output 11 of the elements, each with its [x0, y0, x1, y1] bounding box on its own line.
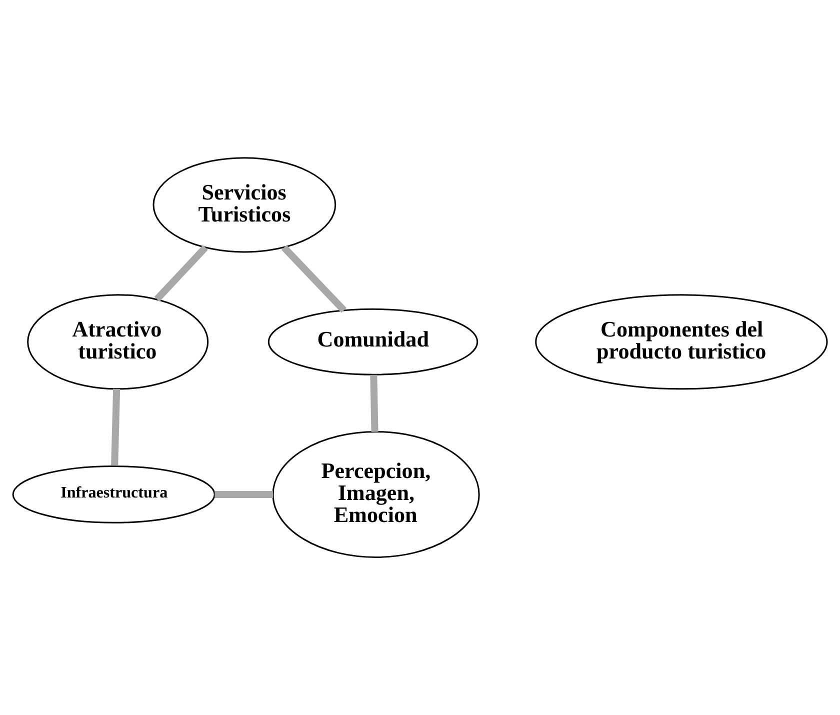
- node-ellipse: Infraestructura: [12, 466, 216, 524]
- node-ellipse: Comunidad: [268, 308, 478, 376]
- node-ellipse: Atractivo turistico: [27, 294, 209, 390]
- connector: [370, 374, 378, 432]
- connector: [282, 245, 346, 313]
- connector: [154, 245, 208, 302]
- connector: [111, 388, 120, 466]
- node-ellipse: Percepcion, Imagen, Emocion: [272, 430, 480, 558]
- connector: [214, 490, 273, 498]
- node-ellipse: Servicios Turisticos: [152, 157, 336, 253]
- node-ellipse: Componentes del producto turistico: [535, 294, 828, 390]
